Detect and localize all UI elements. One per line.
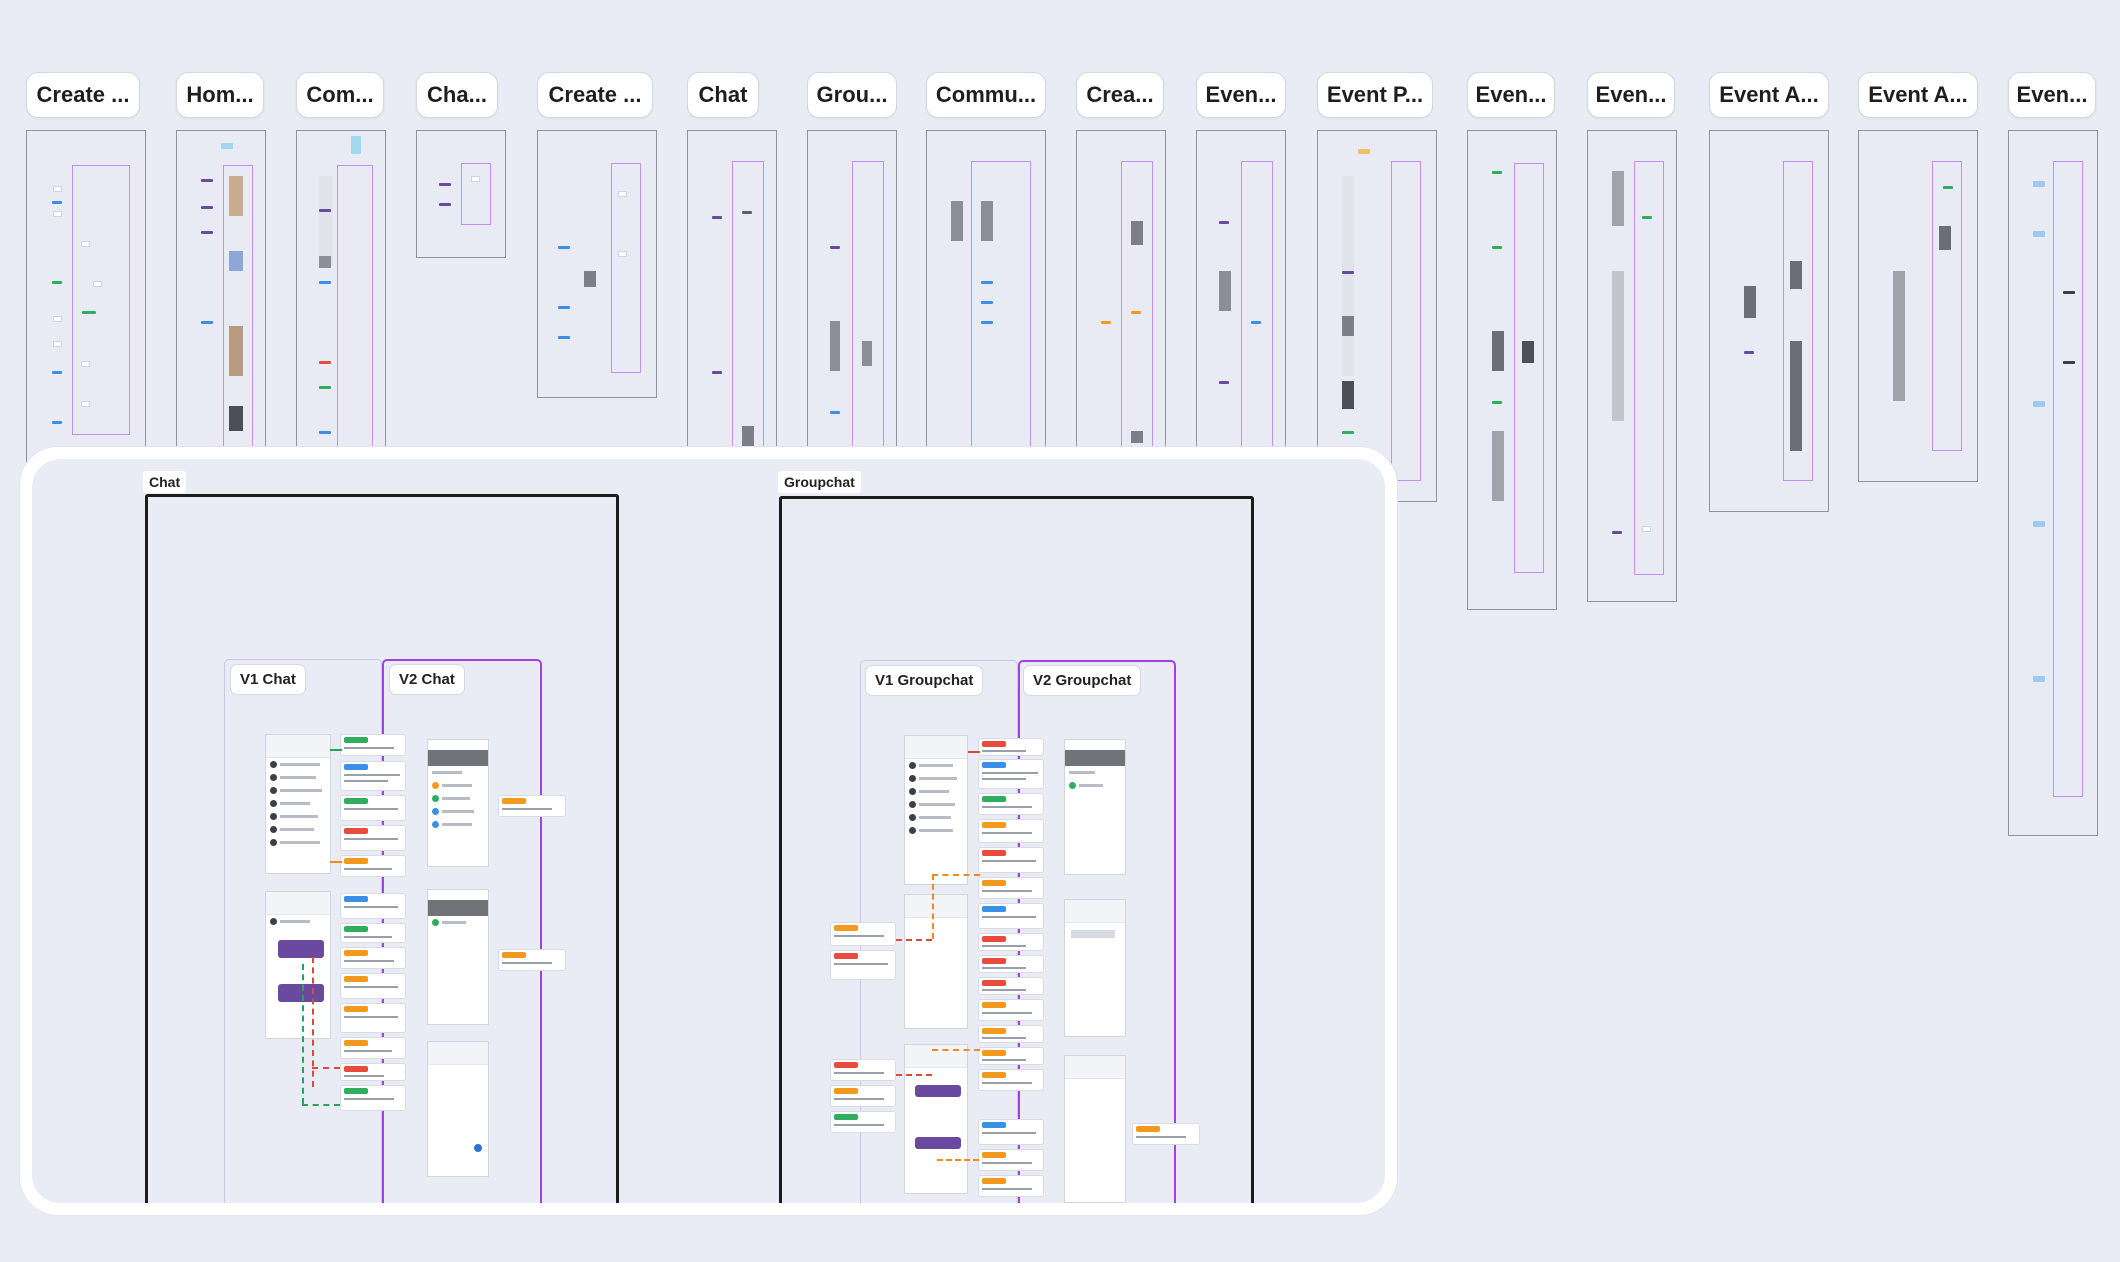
version-label-v2-groupchat: V2 Groupchat [1023, 665, 1142, 696]
v2-groupchat-screen-compose[interactable] [1064, 899, 1126, 1037]
frame-event-a-2[interactable] [1858, 130, 1978, 482]
v2-outline [1634, 161, 1664, 575]
frame-com[interactable] [296, 130, 386, 470]
v2-chat-screen-compose[interactable] [427, 889, 489, 1025]
v2-outline [1241, 161, 1273, 461]
column-header-commu[interactable]: Commu... [926, 72, 1046, 118]
column-header-create-1[interactable]: Create ... [26, 72, 140, 118]
section-frame-groupchat[interactable] [779, 496, 1254, 1203]
v2-outline [732, 161, 764, 461]
frame-even-1[interactable] [1196, 130, 1286, 470]
version-label-v2-chat: V2 Chat [389, 664, 465, 695]
column-header-crea[interactable]: Crea... [1076, 72, 1164, 118]
column-header-even-3[interactable]: Even... [1587, 72, 1675, 118]
column-header-home[interactable]: Hom... [176, 72, 264, 118]
compose-fab-icon[interactable] [474, 1144, 482, 1152]
frame-home[interactable] [176, 130, 266, 470]
frame-even-4[interactable] [2008, 130, 2098, 836]
version-label-v1-groupchat: V1 Groupchat [865, 665, 984, 696]
frame-create-2[interactable] [537, 130, 657, 398]
frame-create-1[interactable] [26, 130, 146, 470]
column-header-create-2[interactable]: Create ... [537, 72, 653, 118]
column-header-even-2[interactable]: Even... [1467, 72, 1555, 118]
v2-outline [72, 165, 130, 435]
section-frame-chat[interactable] [145, 494, 619, 1203]
v2-outline [1932, 161, 1962, 451]
frame-event-a-1[interactable] [1709, 130, 1829, 512]
frame-community[interactable] [926, 130, 1046, 470]
v2-outline [1514, 163, 1544, 573]
v2-outline [337, 165, 373, 465]
column-header-event-p[interactable]: Event P... [1317, 72, 1433, 118]
column-header-com[interactable]: Com... [296, 72, 384, 118]
v1-groupchat-screen-info[interactable] [904, 894, 968, 1029]
frame-crea[interactable] [1076, 130, 1166, 470]
v2-outline [1391, 161, 1421, 481]
v2-outline [971, 161, 1031, 461]
column-header-even-1[interactable]: Even... [1196, 72, 1286, 118]
frame-groupchat[interactable] [807, 130, 897, 470]
zoom-canvas[interactable]: Chat V1 Chat V2 Chat [32, 459, 1385, 1203]
column-header-event-a-2[interactable]: Event A... [1858, 72, 1978, 118]
v2-outline [852, 161, 884, 461]
v1-groupchat-screen-thread[interactable] [904, 1044, 968, 1194]
v2-outline [2053, 161, 2083, 797]
v1-chat-screen-thread[interactable] [265, 891, 331, 1039]
v2-outline [461, 163, 491, 225]
v2-outline [1783, 161, 1813, 481]
frame-even-2[interactable] [1467, 130, 1557, 610]
column-header-chat[interactable]: Chat [687, 72, 759, 118]
zoom-detail-panel: Chat V1 Chat V2 Chat [20, 447, 1397, 1215]
frame-even-3[interactable] [1587, 130, 1677, 602]
v2-groupchat-outline [1018, 660, 1176, 1203]
frame-cha[interactable] [416, 130, 506, 258]
frame-event-p[interactable] [1317, 130, 1437, 502]
column-header-cha[interactable]: Cha... [416, 72, 498, 118]
column-header-event-a-1[interactable]: Event A... [1709, 72, 1829, 118]
section-label-chat: Chat [143, 471, 187, 493]
v2-groupchat-screen-new[interactable] [1064, 739, 1126, 875]
frame-chat[interactable] [687, 130, 777, 470]
v2-chat-screen-messages[interactable] [427, 1041, 489, 1177]
version-label-v1-chat: V1 Chat [230, 664, 306, 695]
section-label-groupchat: Groupchat [778, 471, 861, 493]
v2-chat-screen-new-message[interactable] [427, 739, 489, 867]
v1-groupchat-screen-list[interactable] [904, 735, 968, 885]
column-header-grou[interactable]: Grou... [807, 72, 897, 118]
v2-outline [611, 163, 641, 373]
v1-chat-screen-list[interactable] [265, 734, 331, 874]
v2-groupchat-screen-thread[interactable] [1064, 1055, 1126, 1203]
column-header-even-4[interactable]: Even... [2008, 72, 2096, 118]
